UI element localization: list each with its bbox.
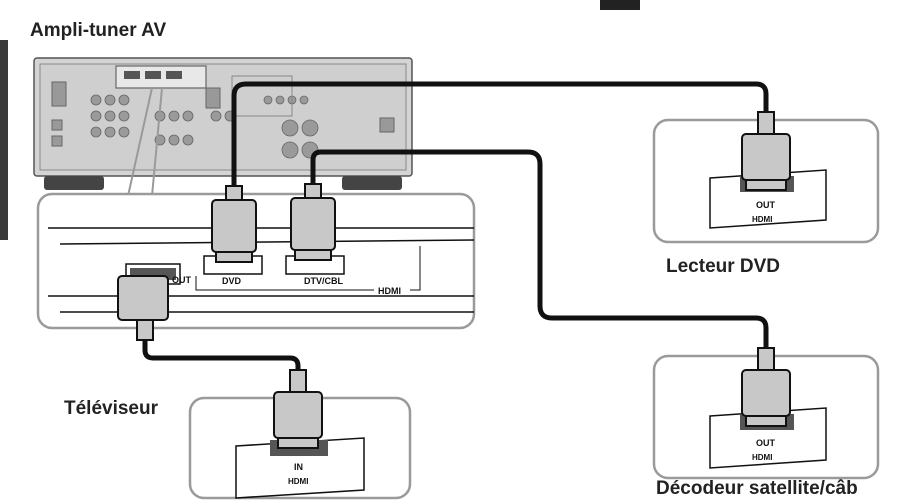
edge-tab — [0, 40, 8, 240]
receiver-jacks — [90, 94, 319, 159]
amplifier-label: Ampli-tuner AV — [30, 20, 167, 41]
amp-hdmi-label: HDMI — [378, 286, 401, 296]
decoder-label: Décodeur satellite/câb — [656, 478, 858, 499]
tv-label: Téléviseur — [64, 398, 158, 419]
cable-decoder — [310, 149, 769, 352]
hdmi-cables — [142, 81, 769, 372]
dvd-player-label: Lecteur DVD — [666, 256, 781, 277]
av-receiver — [33, 57, 413, 190]
sat-hdmi-label: HDMI — [752, 453, 772, 462]
tv-hdmi-label: HDMI — [288, 477, 308, 486]
amp-out-label: OUT — [172, 275, 192, 285]
zoom-line-left — [127, 87, 153, 197]
dvd-out-label: OUT — [756, 200, 776, 210]
cable-dvd — [231, 81, 769, 188]
sat-out-label: OUT — [756, 438, 776, 448]
tv-in-label: IN — [294, 462, 303, 472]
zoom-line-right — [151, 87, 163, 197]
cable-tv — [142, 340, 301, 372]
dvd-hdmi-label: HDMI — [752, 215, 772, 224]
amp-dtv-label: DTV/CBL — [304, 276, 343, 286]
amp-connectors — [117, 183, 336, 341]
cropped-title-fragment — [600, 0, 640, 10]
dvd-connector — [741, 111, 791, 191]
amp-dvd-label: DVD — [222, 276, 242, 286]
receiver-foot-left — [44, 176, 104, 190]
tv-connector — [273, 369, 323, 449]
receiver-foot-right — [342, 176, 402, 190]
decoder-connector — [741, 347, 791, 427]
